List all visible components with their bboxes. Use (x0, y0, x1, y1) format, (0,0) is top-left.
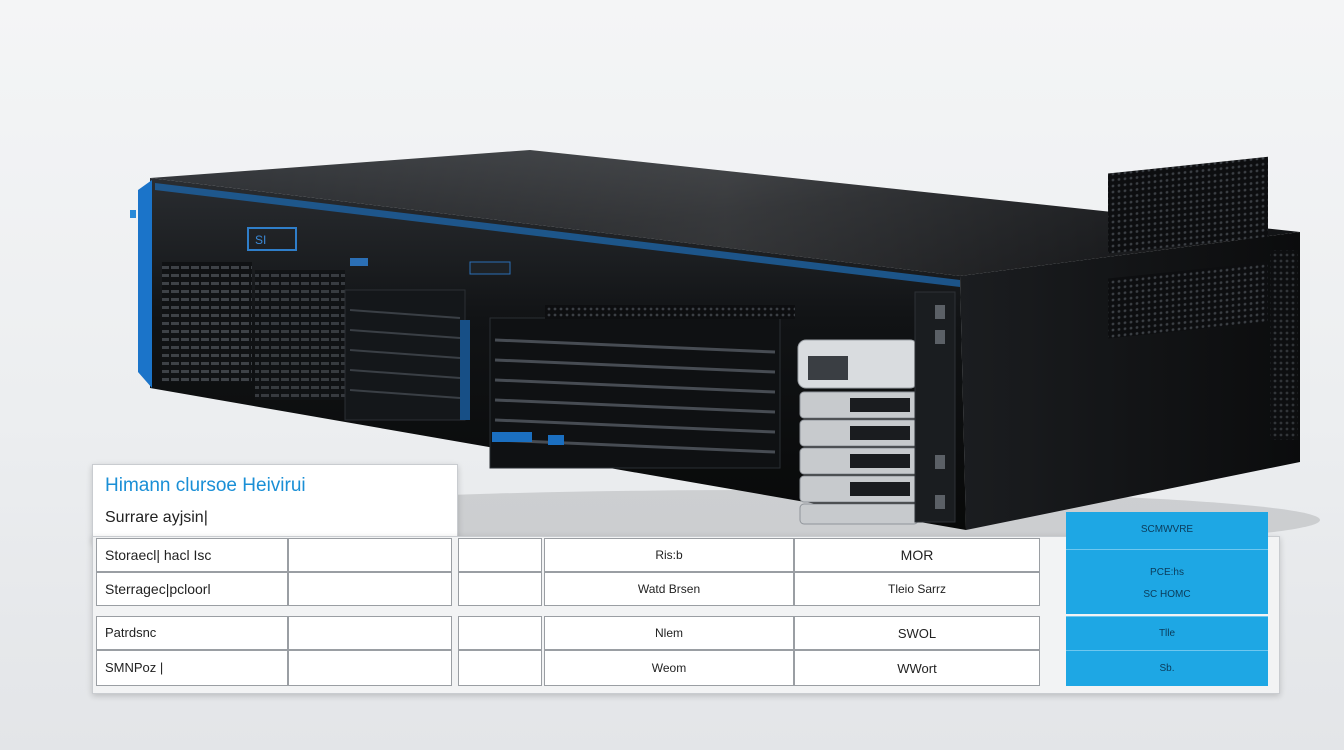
table-row-label: Patrdsnc (96, 616, 288, 650)
table-row-label: Storaecl| hacl Isc (96, 538, 288, 572)
table-row-label: Sterragec|pcloorl (96, 572, 288, 606)
svg-text:SI: SI (255, 233, 266, 247)
blue-cell: PCE:hs SC HOMC (1066, 550, 1268, 614)
panel-subtitle: Surrare ayjsin| (105, 509, 208, 526)
title-card: Himann clursoe Heivirui Surrare ayjsin| (92, 464, 458, 542)
table-cell: WWort (794, 650, 1040, 686)
front-logo-icon (247, 227, 297, 251)
blue-edge (138, 180, 152, 388)
table-cell: Ris:b (544, 538, 794, 572)
table-cell: SWOL (794, 616, 1040, 650)
table-cell-empty (288, 616, 452, 650)
table-cell: Nlem (544, 616, 794, 650)
drive-caddy-stack (797, 339, 919, 525)
table-cell: Watd Brsen (544, 572, 794, 606)
table-cell-empty (288, 650, 452, 686)
table-row-label: SMNPoz | (96, 650, 288, 686)
table-cell-empty (458, 650, 542, 686)
table-cell-empty (288, 538, 452, 572)
table-cell: MOR (794, 538, 1040, 572)
table-cell: Tleio Sarrz (794, 572, 1040, 606)
table-cell-empty (458, 538, 542, 572)
panel-title: Himann clursoe Heivirui (105, 475, 306, 496)
blue-header-cell: SCMWVRE (1066, 512, 1268, 550)
table-cell-empty (458, 572, 542, 606)
table-cell-empty (458, 616, 542, 650)
table-cell-empty (288, 572, 452, 606)
table-cell: Weom (544, 650, 794, 686)
side-vent-lower (1108, 261, 1268, 339)
side-vent-upper (1108, 156, 1268, 254)
blue-cell: Sb. (1066, 650, 1268, 686)
front-vent-left (162, 262, 252, 382)
blue-cell: Tlle (1066, 616, 1268, 650)
